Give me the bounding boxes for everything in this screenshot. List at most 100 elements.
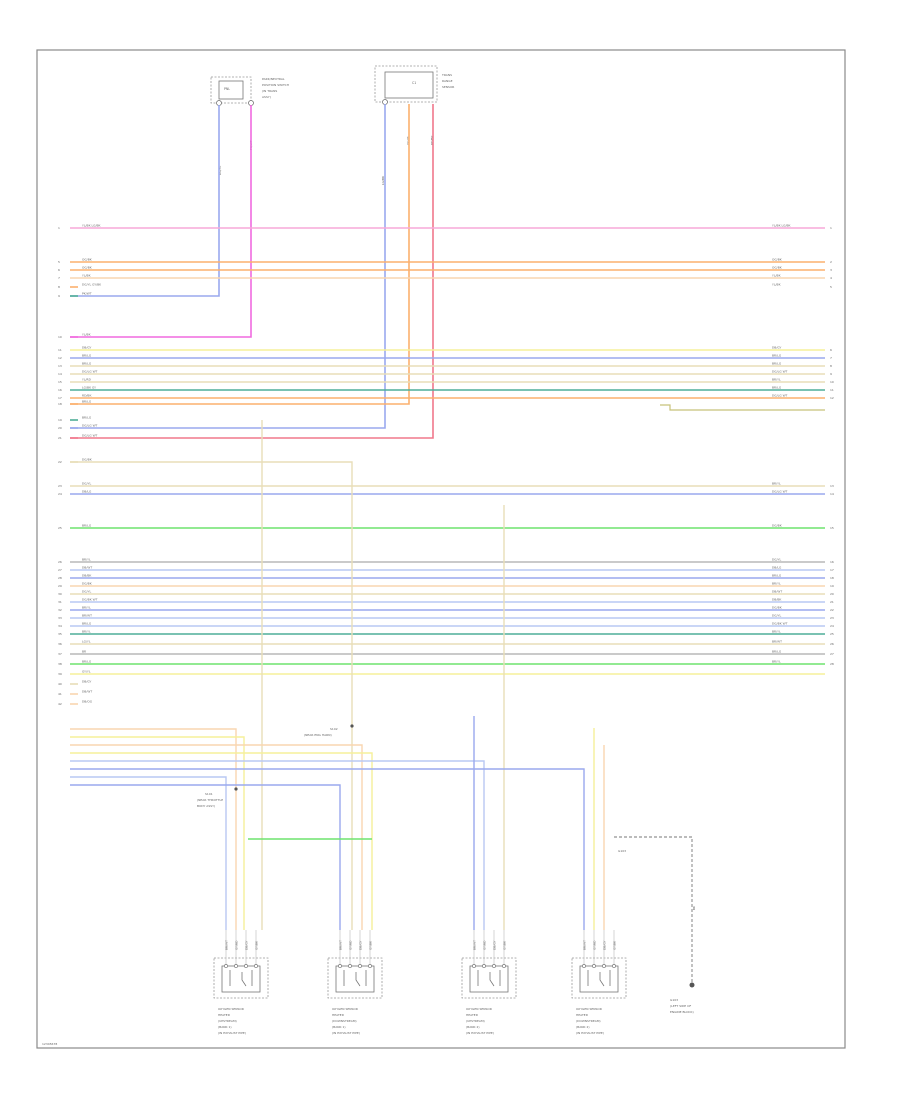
left-wire-label: DG/BK WT bbox=[82, 598, 98, 602]
sensor-desc-line: OXYGEN SENSOR bbox=[576, 1007, 602, 1011]
sensor-desc-line: (BANK 1) bbox=[332, 1025, 346, 1029]
sensor-pin-label: GY/RD bbox=[349, 940, 353, 950]
left-pin-number: 34 bbox=[58, 624, 62, 628]
transmission-range-sensor: C1 TRANS RANGE SENSOR LG/BK OG/YL RD/BK bbox=[374, 65, 454, 185]
right-wire-label: YL/BK LG/BK bbox=[772, 224, 792, 228]
right-wire-label: DG/BK bbox=[772, 606, 783, 610]
pin-icon bbox=[338, 964, 342, 968]
diagram-border bbox=[36, 49, 846, 1049]
left-wire-label: YL/RD bbox=[82, 378, 92, 382]
right-pin-number: 11 bbox=[830, 388, 834, 392]
pnl-box-label: PNL bbox=[224, 87, 230, 91]
left-pin-number: 17 bbox=[58, 396, 62, 400]
ground-circuit: G103 BK G103 (LEFT SIDE OF ENGINE BLOCK) bbox=[614, 836, 696, 1014]
sensor-pin-label: BR/WT bbox=[583, 940, 587, 950]
left-wire-label: LG/BK GY bbox=[82, 386, 96, 390]
sensor-pin-label: BR/WT bbox=[473, 940, 477, 950]
sensor-desc-line: HEATED bbox=[576, 1013, 589, 1017]
left-wire-label: DB/GY bbox=[82, 346, 92, 350]
left-pin-number: 23 bbox=[58, 484, 62, 488]
left-wire-label: YL/BK bbox=[82, 333, 92, 337]
left-pin-number: 22 bbox=[58, 460, 62, 464]
left-wire-label: BR/LG bbox=[82, 362, 92, 366]
left-wire-label: BR/LG bbox=[82, 524, 92, 528]
pin-icon bbox=[224, 964, 228, 968]
sensor-desc-line: OXYGEN SENSOR bbox=[218, 1007, 244, 1011]
ground-side-label: G103 bbox=[618, 849, 626, 853]
ground-icon bbox=[689, 982, 695, 988]
left-pin-number: 16 bbox=[58, 388, 62, 392]
left-pin-number: 1 bbox=[58, 226, 60, 230]
left-pin-number: 14 bbox=[58, 372, 62, 376]
right-wire-label: DG/BK WT bbox=[772, 622, 788, 626]
pnl-pin-label: DG/YL bbox=[218, 166, 222, 175]
sensor-desc-line: (IN EXHAUST PIPE) bbox=[576, 1031, 604, 1035]
trs-pin-label: OG/YL bbox=[406, 135, 410, 145]
left-wire-label: BR/YL bbox=[82, 558, 91, 562]
right-pin-number: 27 bbox=[830, 652, 834, 656]
left-wire-label: DB/WT bbox=[82, 690, 92, 694]
pin-icon bbox=[502, 964, 506, 968]
right-pin-number: 19 bbox=[830, 584, 834, 588]
sensor-pin-label: GY/BK bbox=[503, 940, 507, 950]
pnl-desc-line: (IN TRANS bbox=[262, 89, 277, 93]
splice-desc-line: S102 bbox=[330, 727, 338, 731]
ground-desc-line: (LEFT SIDE OF bbox=[670, 1004, 692, 1008]
right-wire-label: DG/LG WT bbox=[772, 370, 788, 374]
pin-icon bbox=[358, 964, 362, 968]
right-wire-label: DB/WT bbox=[772, 590, 782, 594]
sensor-pin-label: GY/BK bbox=[369, 940, 373, 950]
right-wire-label: BR/LG bbox=[772, 650, 782, 654]
pin-icon bbox=[348, 964, 352, 968]
sensor-desc-line: OXYGEN SENSOR bbox=[466, 1007, 492, 1011]
right-wire-label: BR/WT bbox=[772, 640, 782, 644]
right-pin-number: 12 bbox=[830, 396, 834, 400]
left-pin-number: 36 bbox=[58, 642, 62, 646]
right-wire-label: BR/YL bbox=[772, 660, 781, 664]
pin-icon bbox=[482, 964, 486, 968]
sensor-pin-label: BR/WT bbox=[339, 940, 343, 950]
right-wire-label: DB/GY bbox=[772, 346, 782, 350]
left-pin-number: 42 bbox=[58, 702, 62, 706]
right-wire-label: DG/LG WT bbox=[772, 394, 788, 398]
right-pin-number: 7 bbox=[830, 356, 832, 360]
sensor-desc-line: OXYGEN SENSOR bbox=[332, 1007, 358, 1011]
right-wire-label: OG/BK bbox=[772, 258, 783, 262]
ground-desc-line: ENGINE BLOCK) bbox=[670, 1010, 694, 1014]
pin-icon bbox=[382, 99, 388, 105]
sensor-desc-line: (BANK 1) bbox=[218, 1025, 232, 1029]
splice-desc-line: S101 bbox=[205, 792, 213, 796]
pin-icon bbox=[368, 964, 372, 968]
left-wire-label: DG/YL GY/BK bbox=[82, 283, 102, 287]
pin-icon bbox=[602, 964, 606, 968]
lower-vertical-wires bbox=[70, 404, 825, 930]
sensor-desc-line: (UPSTREAM) bbox=[466, 1019, 485, 1023]
pin-icon bbox=[216, 100, 222, 106]
sensor-desc-line: (IN EXHAUST PIPE) bbox=[466, 1031, 494, 1035]
trs-desc-line: RANGE bbox=[442, 79, 453, 83]
pin-icon bbox=[582, 964, 586, 968]
sensor-desc-line: (BANK 2) bbox=[466, 1025, 480, 1029]
left-pin-number: 26 bbox=[58, 560, 62, 564]
sensor-element-icon bbox=[587, 970, 611, 987]
sensor-element-icon bbox=[343, 970, 367, 987]
left-wire-label: DB/GY bbox=[82, 680, 92, 684]
right-pin-number: 15 bbox=[830, 526, 834, 530]
left-wire-label: RD/BK bbox=[82, 394, 92, 398]
pnl-desc-line: PARK/NEUTRAL bbox=[262, 77, 285, 81]
footer-code: 12345678 bbox=[42, 1042, 57, 1046]
wire bbox=[70, 104, 434, 439]
sensor-pin-label: GY/BK bbox=[255, 940, 259, 950]
right-wire-label: DB/BK bbox=[772, 598, 782, 602]
right-pin-number: 28 bbox=[830, 662, 834, 666]
left-wire-label: BR/YL bbox=[82, 606, 91, 610]
left-wire-label: DG/YL bbox=[82, 482, 91, 486]
left-pin-number: 37 bbox=[58, 652, 62, 656]
left-pin-number: 27 bbox=[58, 568, 62, 572]
wire bbox=[70, 105, 220, 297]
sensor-pin-label: DB/GY bbox=[493, 940, 497, 950]
left-wire-label: BR/WT bbox=[82, 614, 92, 618]
sensor-pin-label: GY/RD bbox=[483, 940, 487, 950]
